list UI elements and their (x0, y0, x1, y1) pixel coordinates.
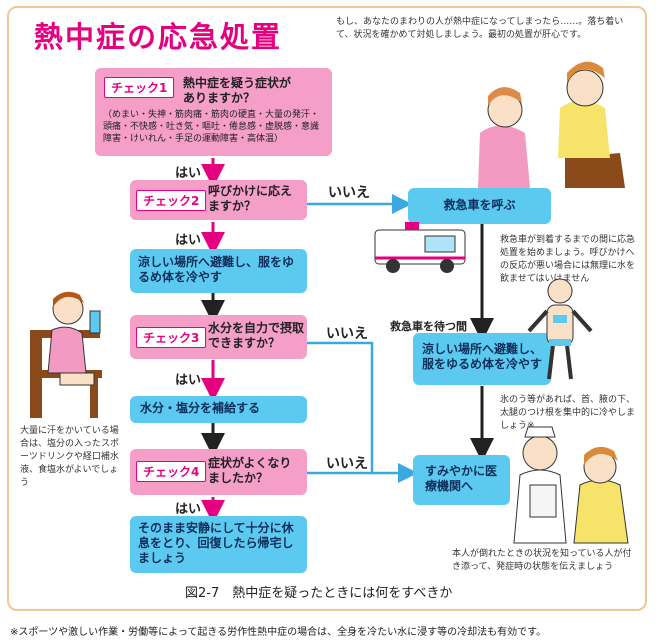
ambulance-icon (374, 222, 466, 273)
check4-label: チェック4 (136, 461, 207, 482)
check1-question: 熱中症を疑う症状がありますか？ (183, 76, 292, 105)
ambulance-wait-label: 救急車を待つ間 (390, 320, 467, 333)
intro-text: もし、あなたのまわりの人が熱中症になってしまったら……。落ち着いて、状況を確かめ… (336, 17, 624, 40)
ambulance-call-box: 救急車を呼ぶ (408, 188, 551, 224)
check3-label: チェック3 (136, 327, 207, 348)
ambulance-note: 救急車が到着するまでの間に応急処置を始めましょう。呼びかけへの反応が悪い場合には… (500, 235, 636, 284)
hospital-box: すみやかに医療機関へ (413, 455, 510, 505)
check3-question: 水分を自力で摂取できますか？ (208, 321, 305, 350)
check2-box: チェック2 呼びかけに応えますか？ (130, 180, 307, 220)
hospital-note: 本人が倒れたときの状況を知っている人が付き添って、発症時の状態を伝えましょう (452, 549, 632, 572)
action-water-box: 水分・塩分を補給する (130, 396, 307, 423)
check1-label: チェック1 (104, 77, 175, 98)
yes-label-3: はい (175, 373, 202, 388)
sweat-note: 大量に汗をかいている場合は、塩分の入ったスポーツドリンクや経口補水液、食塩水がよ… (20, 426, 120, 488)
footnote: ※スポーツや激しい作業・労働等によって起きる労作性熱中症の場合は、全身を冷たい水… (10, 627, 547, 638)
check3-box: チェック3 水分を自力で摂取できますか？ (130, 315, 307, 359)
check4-box: チェック4 症状がよくなりましたか？ (130, 449, 307, 495)
page-title: 熱中症の応急処置 (34, 20, 283, 54)
check2-question: 呼びかけに応えますか？ (208, 184, 293, 213)
figure-caption: 図2-7 熱中症を疑ったときには何をすべきか (185, 586, 453, 601)
no-label-2: いいえ (328, 185, 370, 201)
no-label-3: いいえ (326, 326, 368, 342)
ice-note: 氷のう等があれば、首、腋の下、太腿のつけ根を集中的に冷やしましょう※ (500, 395, 636, 431)
cooling-body-illustration (527, 278, 593, 380)
yes-label-4: はい (175, 502, 202, 517)
check1-symptoms: （めまい・失神・筋肉痛・筋肉の硬直・大量の発汗・頭痛・不快感・吐き気・嘔吐・倦怠… (103, 110, 320, 144)
no-label-4: いいえ (326, 456, 368, 472)
girl-drinking-illustration (30, 291, 102, 418)
yes-label-1: はい (175, 166, 202, 181)
action-cool-box: 涼しい場所へ避難し、服をゆるめ体を冷やす (130, 249, 307, 293)
check4-question: 症状がよくなりましたか？ (208, 456, 292, 485)
cool2-box: 涼しい場所へ避難し、服をゆるめ体を冷やす (413, 333, 551, 385)
check2-label: チェック2 (136, 190, 207, 211)
action-rest-box: そのまま安静にして十分に休息をとり、回復したら帰宅しましょう (130, 516, 307, 573)
yes-label-2: はい (175, 233, 202, 248)
frame-border (7, 6, 647, 611)
check1-box: チェック1 熱中症を疑う症状がありますか？ （めまい・失神・筋肉痛・筋肉の硬直・… (95, 68, 332, 156)
nurse-illustration (513, 426, 629, 544)
two-women-illustration (478, 61, 625, 188)
